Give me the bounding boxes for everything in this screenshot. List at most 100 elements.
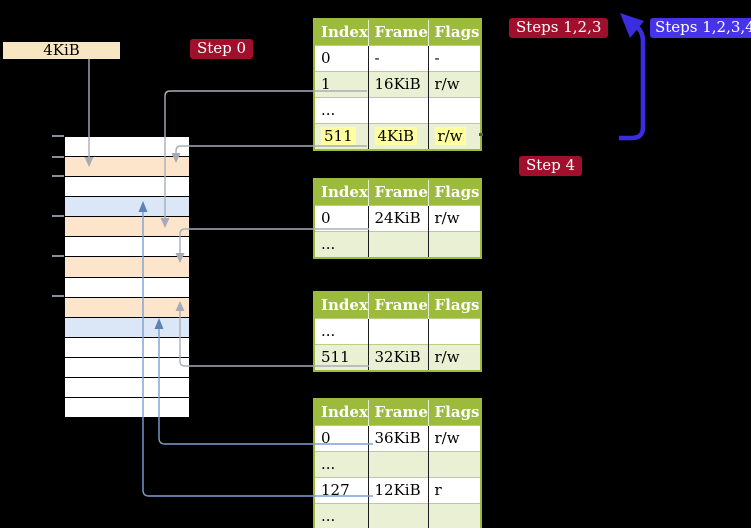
memory-row-free: [64, 376, 190, 399]
column-header: Index: [314, 399, 369, 426]
table-cell: ...: [314, 318, 369, 345]
arrowhead-icon: [620, 13, 644, 38]
table-cell: [368, 231, 429, 258]
table-cell: [428, 503, 481, 528]
table-cell: ...: [314, 97, 369, 124]
table-cell: [368, 97, 429, 124]
table-cell: [368, 318, 429, 345]
table-cell: 0: [314, 205, 369, 232]
memory-tick: [52, 255, 64, 257]
table-row: ...: [314, 503, 481, 528]
column-header: Flags: [428, 292, 481, 319]
table-cell: ...: [314, 451, 369, 478]
column-header: Frame: [368, 399, 429, 426]
table-cell: -: [428, 45, 481, 72]
memory-tick: [52, 135, 64, 137]
table-cell: 0: [314, 425, 369, 452]
memory-row-free: [64, 236, 190, 258]
table-row: ...: [314, 231, 481, 258]
column-header: Flags: [428, 19, 481, 46]
table-cell: 511: [314, 123, 369, 150]
table-cell: 24KiB: [368, 205, 429, 232]
table-cell: 4KiB: [368, 123, 429, 150]
column-header: Flags: [428, 179, 481, 206]
table-cell: r/w: [428, 205, 481, 232]
column-header: Frame: [368, 19, 429, 46]
table-cell: r/w: [428, 123, 481, 150]
memory-stack: [64, 136, 190, 419]
badge-steps-1-2-3-4: Steps 1,2,3,4: [650, 18, 751, 38]
column-header: Frame: [368, 179, 429, 206]
table-row: ...: [314, 451, 481, 478]
table-cell: ...: [314, 231, 369, 258]
memory-tick: [52, 175, 64, 177]
table-cell: 0: [314, 45, 369, 72]
table-cell: [428, 231, 481, 258]
table-cell: r/w: [428, 425, 481, 452]
table-cell: [428, 318, 481, 345]
memory-row-free: [64, 356, 190, 378]
column-header: Index: [314, 292, 369, 319]
table-row: ...: [314, 97, 481, 124]
memory-row-table: [64, 296, 190, 318]
column-header: Frame: [368, 292, 429, 319]
memory-row-free: [64, 136, 190, 158]
table-cell: ...: [314, 503, 369, 528]
memory-row-table: [64, 256, 190, 278]
memory-row-free: [64, 176, 190, 198]
table-cell: [428, 97, 481, 124]
memory-row-data: [64, 196, 190, 218]
table-cell: r/w: [428, 344, 481, 371]
memory-row-free: [64, 397, 190, 419]
memory-tick: [52, 156, 64, 158]
table-cell: r: [428, 477, 481, 504]
table-cell: 127: [314, 477, 369, 504]
memory-row-data: [64, 316, 190, 338]
memory-row-table: [64, 216, 190, 238]
table-cell: [368, 503, 429, 528]
table-row: 0--: [314, 45, 481, 72]
table-row: ...: [314, 318, 481, 345]
table-cell: 16KiB: [368, 71, 429, 98]
table-cell: r/w: [428, 71, 481, 98]
badge-steps-1-2-3: Steps 1,2,3: [509, 18, 609, 38]
column-header: Flags: [428, 399, 481, 426]
memory-tick: [52, 215, 64, 217]
table-cell: 12KiB: [368, 477, 429, 504]
badge-step-4: Step 4: [519, 156, 583, 176]
table-cell: -: [368, 45, 429, 72]
table-cell: 1: [314, 71, 369, 98]
frame-size-label: 4KiB: [3, 42, 120, 59]
badge-step-0: Step 0: [190, 39, 254, 59]
arrow-steps-loop: [619, 23, 646, 141]
column-header: Index: [314, 19, 369, 46]
table-cell: [428, 451, 481, 478]
memory-row-free: [64, 336, 190, 358]
memory-row-free: [64, 276, 190, 298]
table-cell: 32KiB: [368, 344, 429, 371]
table-cell: 511: [314, 344, 369, 371]
table-cell: 36KiB: [368, 425, 429, 452]
memory-tick: [52, 295, 64, 297]
table-cell: [368, 451, 429, 478]
column-header: Index: [314, 179, 369, 206]
memory-row-table: [64, 156, 190, 178]
